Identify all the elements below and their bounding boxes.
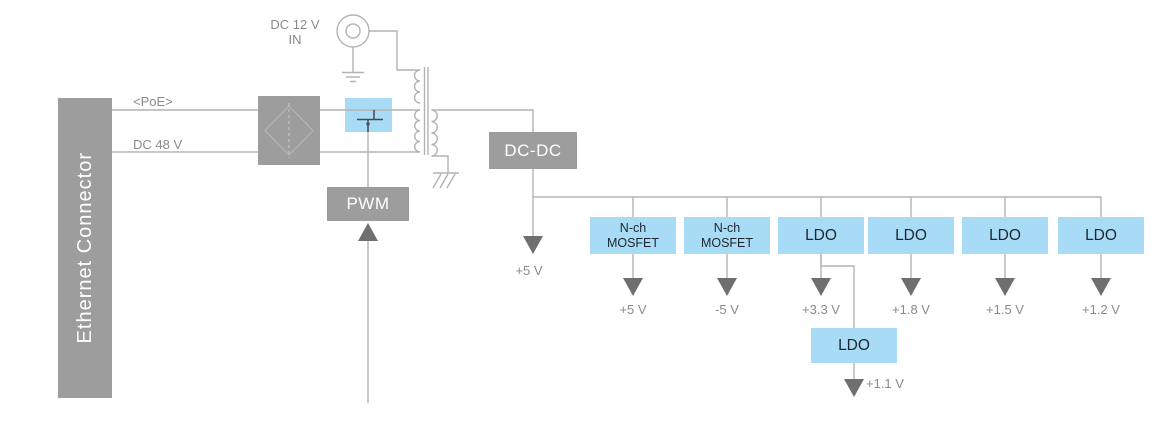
rail-output-voltage-label: -5 V [715, 302, 739, 317]
sub-rail-output-voltage-label: +1.1 V [866, 376, 904, 391]
arrow-down-icon [717, 278, 737, 296]
rail-block-label: LDO [989, 226, 1021, 244]
ethernet-connector-block: Ethernet Connector [58, 98, 112, 398]
wires [112, 14, 1102, 403]
rail-block-label: LDO [1085, 226, 1117, 244]
pwm-label: PWM [346, 194, 390, 213]
rail-block-label: LDO [895, 226, 927, 244]
pwm-block: PWM [327, 187, 409, 221]
rail-block-ldo-1v1: LDO [811, 328, 897, 363]
arrow-down-icon [523, 236, 543, 254]
poe-line-label: <PoE> [133, 94, 173, 109]
secondary-to-dcdc-wire [431, 109, 534, 132]
rail-output-voltage-label: +1.2 V [1082, 302, 1120, 317]
arrow-down-icon [901, 278, 921, 296]
switching-mosfet-block [345, 98, 392, 132]
rail-block-label: N-ch MOSFET [700, 220, 754, 250]
dcdc-converter-block: DC-DC [489, 132, 577, 169]
dc48-line-label: DC 48 V [133, 137, 183, 152]
rail-block-label: N-ch MOSFET [606, 220, 660, 250]
rail-output-voltage-label: +1.5 V [986, 302, 1024, 317]
rail-block-label: LDO [805, 226, 837, 244]
chassis-ground-icon [432, 172, 459, 189]
dc-jack-icon [336, 14, 420, 71]
arrow-up-icon [358, 223, 378, 241]
dc12-in-label: DC 12 V IN [270, 17, 320, 47]
rail-block-nch-mosfet-2: N-ch MOSFET [684, 217, 770, 254]
rail-output-wires [632, 254, 1102, 280]
rail-output-voltage-label: +5 V [619, 302, 647, 317]
arrow-down-icon [844, 379, 864, 397]
bridge-rectifier-block [258, 96, 320, 165]
rail-block-ldo-1v8: LDO [868, 217, 954, 254]
ethernet-connector-label: Ethernet Connector [73, 152, 96, 344]
arrow-down-icon [623, 278, 643, 296]
secondary-ground-wire [431, 155, 449, 173]
arrow-down-icon [811, 278, 831, 296]
arrow-down-icon [1091, 278, 1111, 296]
rail-output-voltage-label: +1.8 V [892, 302, 930, 317]
bus-drop-wires [632, 197, 1102, 217]
rail-output-voltage-label: +3.3 V [802, 302, 840, 317]
rail-block-label: LDO [838, 336, 870, 354]
transformer-icon [413, 67, 438, 157]
dcdc-label: DC-DC [504, 140, 562, 160]
rail-block-ldo-1v2: LDO [1058, 217, 1144, 254]
rail-block-ldo-3v3: LDO [778, 217, 864, 254]
ground-icon [342, 47, 364, 83]
dcdc-output-voltage-label: +5 V [515, 263, 543, 278]
rail-block-nch-mosfet-1: N-ch MOSFET [590, 217, 676, 254]
rail-block-ldo-1v5: LDO [962, 217, 1048, 254]
arrow-down-icon [995, 278, 1015, 296]
